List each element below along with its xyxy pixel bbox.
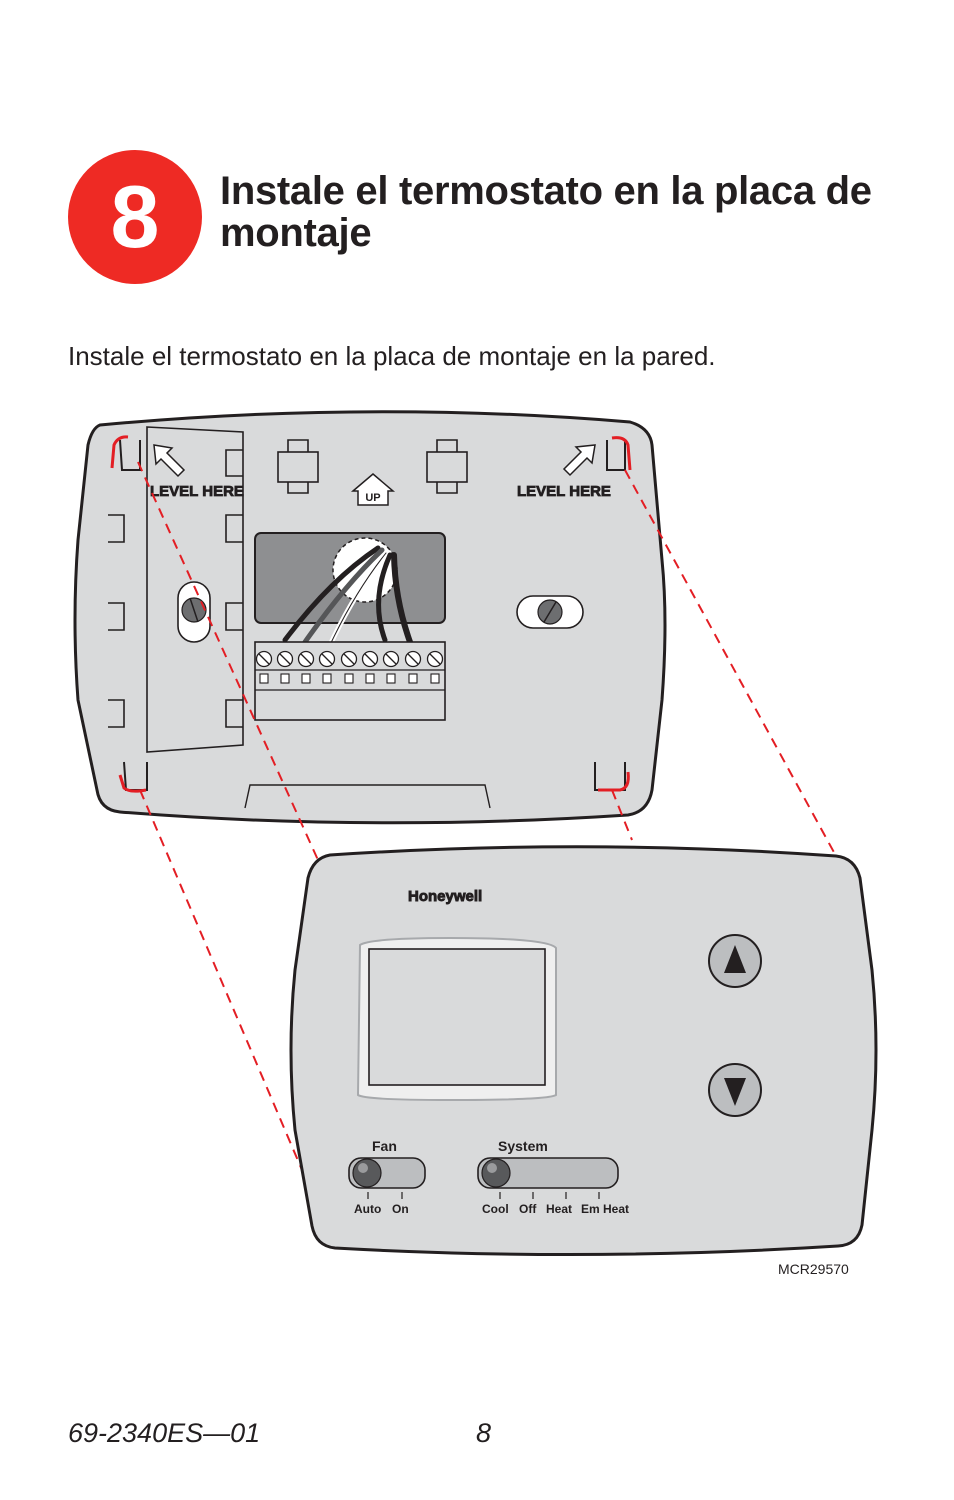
level-arrow-right-icon xyxy=(562,444,596,477)
system-option-heat: Heat xyxy=(546,1202,572,1216)
fan-switch[interactable] xyxy=(348,1157,426,1189)
up-label: UP xyxy=(365,492,380,504)
instruction-text: Instale el termostato en la placa de mon… xyxy=(68,341,716,371)
level-here-right: LEVEL HERE xyxy=(517,483,611,500)
system-option-em-heat: Em Heat xyxy=(581,1202,629,1216)
display-screen xyxy=(368,948,546,1086)
installation-illustration: UP LEVEL HERE LEVEL HERE xyxy=(73,410,878,1277)
fan-option-auto: Auto xyxy=(354,1202,381,1216)
figure-code: MCR29570 xyxy=(778,1261,849,1277)
level-here-left: LEVEL HERE xyxy=(150,483,244,500)
brand-logo: Honeywell xyxy=(408,888,482,905)
triangle-down-icon xyxy=(724,1078,746,1106)
step-title: Instale el termostato en la placa de mon… xyxy=(220,169,872,255)
up-arrow-icon xyxy=(350,473,396,506)
temperature-down-button[interactable] xyxy=(708,1063,762,1117)
system-option-off: Off xyxy=(519,1202,537,1216)
system-switch[interactable] xyxy=(477,1157,619,1189)
system-switch-knob[interactable] xyxy=(481,1158,511,1188)
page-number: 8 xyxy=(476,1418,492,1448)
mounting-screw-left xyxy=(177,581,211,643)
document-number: 69-2340ES—01 xyxy=(68,1418,261,1448)
step-number: 8 xyxy=(110,167,160,266)
fan-label: Fan xyxy=(372,1138,397,1154)
level-arrow-left-icon xyxy=(153,444,186,478)
step-number-badge: 8 xyxy=(68,150,202,284)
temperature-up-button[interactable] xyxy=(708,934,762,988)
mounting-screw-right xyxy=(516,595,584,629)
system-label: System xyxy=(498,1138,548,1154)
system-option-cool: Cool xyxy=(482,1202,509,1216)
wires xyxy=(282,545,413,648)
fan-option-on: On xyxy=(392,1202,409,1216)
thermostat: Honeywell Fan Auto On System xyxy=(289,845,878,1257)
fan-switch-knob[interactable] xyxy=(352,1158,382,1188)
wallplate: UP LEVEL HERE LEVEL HERE xyxy=(73,410,667,825)
alignment-guides xyxy=(137,461,837,1171)
triangle-up-icon xyxy=(724,945,746,973)
